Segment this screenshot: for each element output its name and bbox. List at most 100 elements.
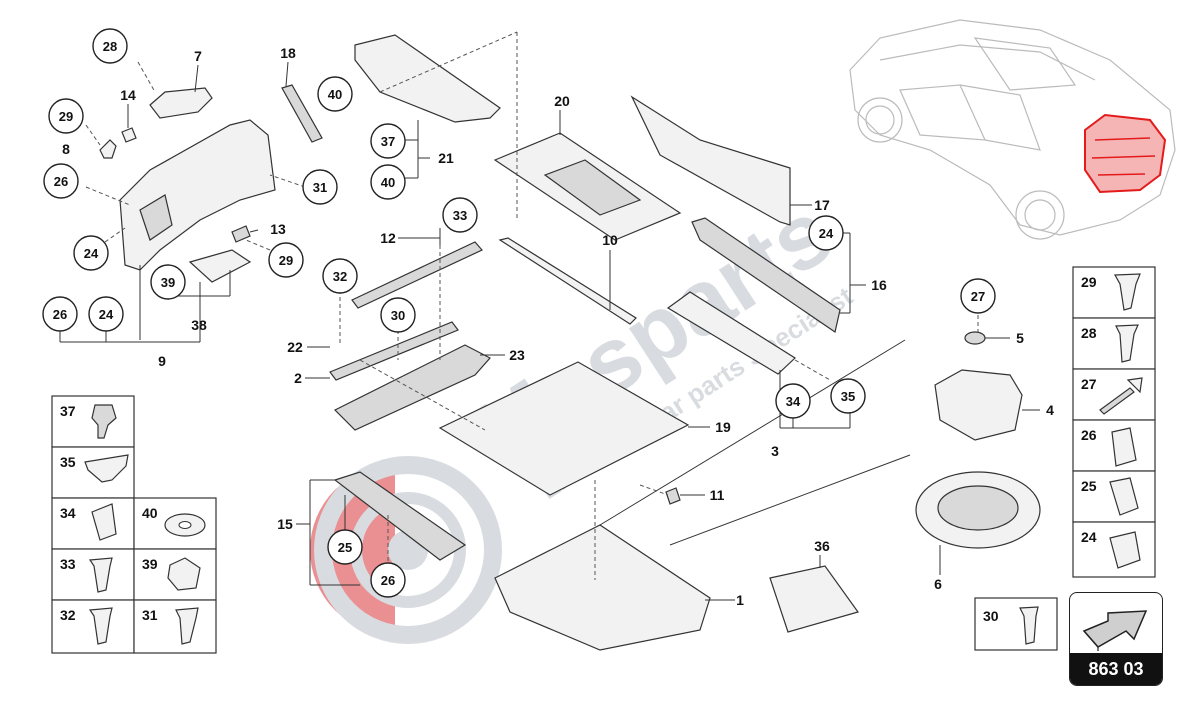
- callout-40: 40: [317, 76, 353, 112]
- part-6-spare-wheel: [915, 471, 1041, 549]
- legend-cell-40: 40: [142, 505, 158, 521]
- label-11: 11: [710, 487, 725, 503]
- legend-cell-39: 39: [142, 556, 158, 572]
- label-23: 23: [509, 347, 525, 363]
- part-5-washer: [964, 331, 986, 345]
- legend-cell-33: 33: [60, 556, 76, 572]
- legend-cell-35: 35: [60, 454, 76, 470]
- callout-30: 30: [380, 297, 416, 333]
- label-13: 13: [270, 221, 286, 237]
- label-1: 1: [736, 592, 744, 608]
- part-17-panel: [630, 95, 791, 226]
- callout-26: 26: [42, 296, 78, 332]
- part-2-strip: [329, 321, 459, 381]
- callout-24: 24: [808, 215, 844, 251]
- legend-cell-26: 26: [1081, 427, 1097, 443]
- legend-cell-30: 30: [983, 608, 999, 624]
- svg-text:27: 27: [971, 289, 985, 304]
- clip-24-icon: [1109, 531, 1141, 569]
- label-18: 18: [280, 45, 296, 61]
- svg-text:34: 34: [786, 394, 801, 409]
- part-19-floor-mat: [438, 361, 690, 496]
- label-15: 15: [277, 516, 293, 532]
- svg-text:24: 24: [84, 246, 99, 261]
- svg-text:32: 32: [333, 269, 347, 284]
- legend-cell-31: 31: [142, 607, 158, 623]
- callout-32: 32: [322, 258, 358, 294]
- label-36: 36: [814, 538, 830, 554]
- callout-29: 29: [48, 98, 84, 134]
- highlighted-trunk-area: [1084, 113, 1167, 194]
- part-12-rail: [351, 241, 483, 309]
- label-6: 6: [934, 576, 942, 592]
- svg-text:26: 26: [54, 174, 68, 189]
- clip-25-icon: [1109, 477, 1139, 516]
- part-20-inset: [543, 159, 642, 216]
- reference-code: 863 03: [1070, 653, 1162, 685]
- callout-28: 28: [92, 28, 128, 64]
- bolt-30-icon: [1019, 606, 1039, 645]
- svg-text:33: 33: [453, 208, 467, 223]
- svg-text:37: 37: [381, 134, 395, 149]
- part-8-hook: [99, 139, 117, 159]
- label-5: 5: [1016, 330, 1024, 346]
- plain-labels: 7 18 14 8 13 38 9 21 20 17 12 10 16 22 2…: [62, 45, 1054, 608]
- callout-24: 24: [88, 296, 124, 332]
- label-10: 10: [602, 232, 618, 248]
- part-36-box: [769, 565, 859, 633]
- part-18-strip: [281, 84, 323, 143]
- screw-31-icon: [175, 607, 199, 645]
- clip-39-icon: [167, 557, 201, 591]
- part-13-clip: [231, 225, 251, 243]
- svg-text:40: 40: [328, 87, 342, 102]
- label-19: 19: [715, 419, 731, 435]
- label-38: 38: [191, 317, 207, 333]
- callout-33: 33: [442, 197, 478, 233]
- screw-29-icon: [1114, 273, 1141, 311]
- legend-cell-32: 32: [60, 607, 76, 623]
- callout-39: 39: [150, 264, 186, 300]
- legend-cell-34: 34: [60, 505, 76, 521]
- label-16: 16: [871, 277, 887, 293]
- svg-text:29: 29: [59, 109, 73, 124]
- part-7-bracket: [149, 87, 213, 119]
- screw-28-icon: [1115, 324, 1139, 363]
- right-legend: 29 28 27 26 25 24: [1072, 266, 1156, 578]
- svg-text:29: 29: [279, 253, 293, 268]
- legend-cell-28: 28: [1081, 325, 1097, 341]
- callout-37: 37: [370, 123, 406, 159]
- reference-badge: 863 03: [1069, 592, 1163, 686]
- label-7: 7: [194, 48, 202, 64]
- svg-text:26: 26: [53, 307, 67, 322]
- callout-34: 34: [775, 383, 811, 419]
- tie-27-icon: [1099, 387, 1135, 415]
- callout-25: 25: [327, 529, 363, 565]
- screw-33-icon: [88, 557, 113, 593]
- label-12: 12: [380, 230, 396, 246]
- part-1-tray: [494, 524, 711, 651]
- callout-26: 26: [43, 163, 79, 199]
- label-2: 2: [294, 370, 302, 386]
- leader-lines: [59, 31, 1040, 601]
- legend-cell-29: 29: [1081, 274, 1097, 290]
- svg-text:30: 30: [391, 308, 405, 323]
- label-17: 17: [814, 197, 830, 213]
- svg-text:24: 24: [819, 226, 834, 241]
- legend-cell-27: 27: [1081, 376, 1097, 392]
- svg-text:39: 39: [161, 275, 175, 290]
- callout-31: 31: [302, 169, 338, 205]
- left-legend: 37 35 34 40 33 39 32 31: [51, 395, 217, 654]
- label-22: 22: [287, 339, 303, 355]
- svg-text:31: 31: [313, 180, 327, 195]
- label-21: 21: [438, 150, 454, 166]
- side-trim-panel: [119, 119, 276, 271]
- callout-26: 26: [370, 562, 406, 598]
- label-14: 14: [120, 87, 136, 103]
- label-8: 8: [62, 141, 70, 157]
- callout-24: 24: [73, 235, 109, 271]
- car-illustration: [849, 19, 1176, 240]
- legend-30: 30: [974, 597, 1058, 651]
- clip-26-icon: [1111, 427, 1137, 467]
- circled-callouts: 28 29 26 24 39 26 24 29 31 40 37 40 33 3…: [42, 28, 996, 598]
- label-20: 20: [554, 93, 570, 109]
